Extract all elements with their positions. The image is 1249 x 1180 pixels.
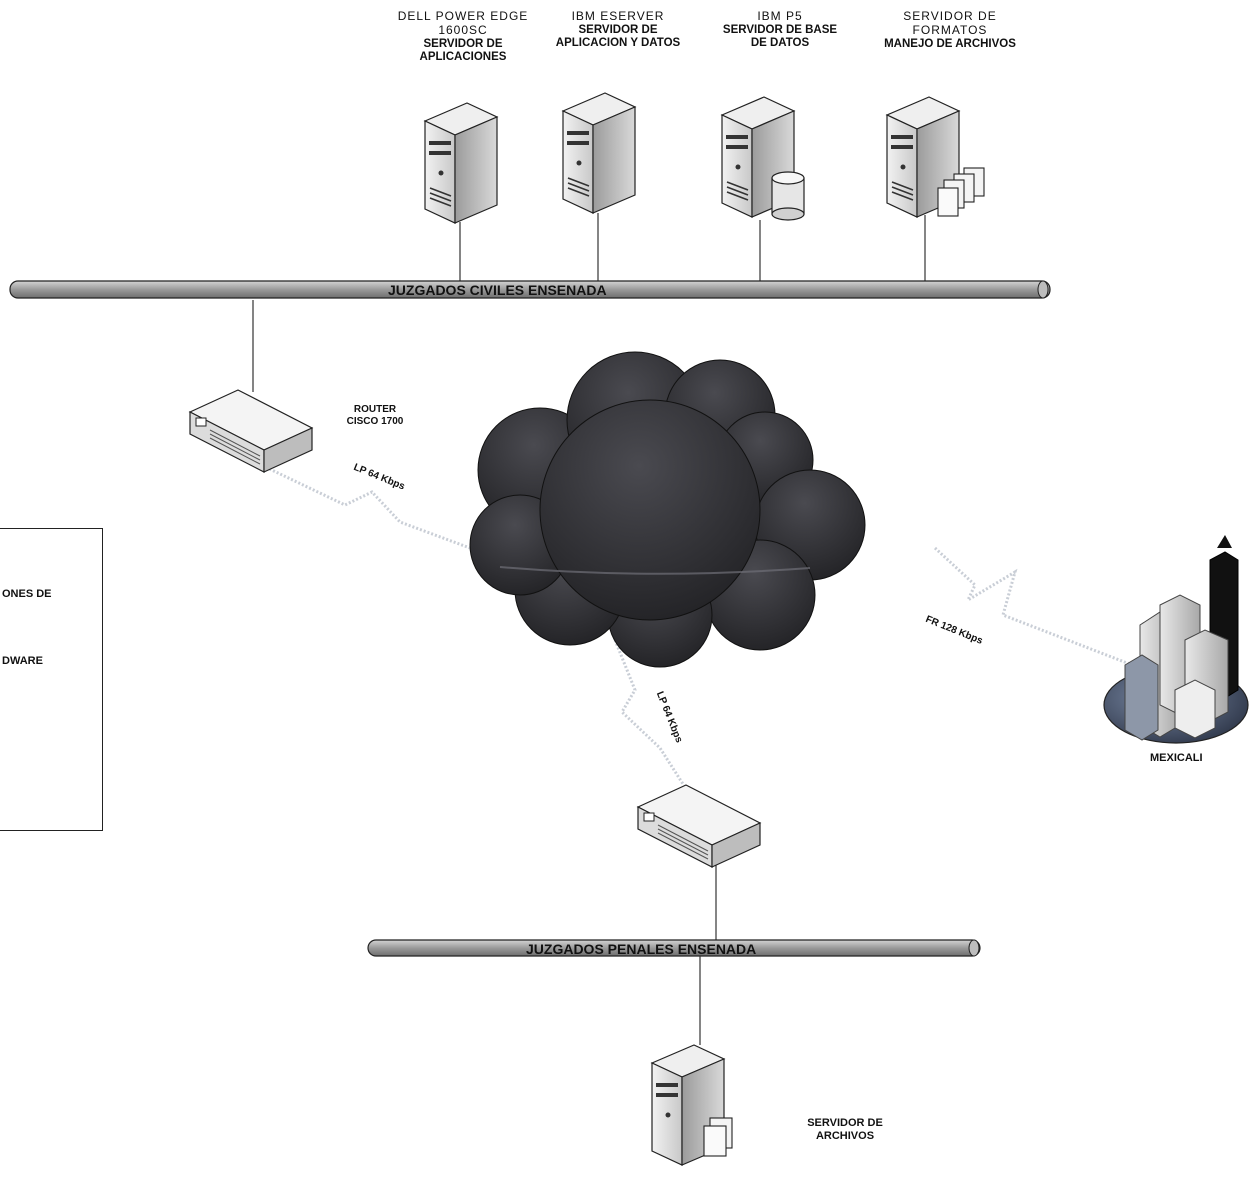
link-civil-lightning: [254, 460, 471, 550]
server-role-line: SERVIDOR DE: [578, 23, 658, 36]
legend-box: [0, 528, 103, 831]
server-label-dell: DELL POWER EDGE 1600SC SERVIDOR DE APLIC…: [368, 9, 558, 64]
router-icon-civil: [188, 389, 314, 473]
wan-cloud: [469, 351, 866, 668]
link-mexicali-lightning: [933, 546, 1141, 670]
bus-label-civil: JUZGADOS CIVILES ENSENADA: [388, 282, 607, 298]
server-role-line: SERVIDOR DE: [423, 37, 503, 50]
file-server-label-line: SERVIDOR DE: [807, 1117, 883, 1129]
database-cylinder-icon: [771, 171, 805, 221]
router-icon-penal: [636, 784, 762, 868]
civil-bus-pipe: [9, 280, 1051, 299]
file-document-icon: [703, 1117, 733, 1157]
server-model-line: IBM ESERVER: [571, 9, 665, 23]
remote-site-label: MEXICALI: [1150, 752, 1203, 764]
server-role-line: SERVIDOR DE BASE: [722, 23, 838, 36]
civil-drop-lines: [252, 213, 926, 392]
server-label-formatos: SERVIDOR DE FORMATOS MANEJO DE ARCHIVOS: [860, 9, 1040, 51]
legend-line-2: DWARE: [2, 655, 43, 667]
server-icon-ibm-eserver: [561, 92, 637, 214]
router-label-line: ROUTER: [353, 404, 397, 415]
server-role-line: MANEJO DE ARCHIVOS: [884, 37, 1016, 50]
files-stack-icon: [937, 167, 985, 217]
file-server-label: SERVIDOR DE ARCHIVOS: [790, 1117, 900, 1142]
server-label-ibm-eserver: IBM ESERVER SERVIDOR DE APLICACION Y DAT…: [533, 9, 703, 50]
server-label-ibm-p5: IBM P5 SERVIDOR DE BASE DE DATOS: [700, 9, 860, 50]
server-model-line: DELL POWER EDGE: [397, 9, 529, 23]
router-label-line: CISCO 1700: [346, 415, 404, 427]
bus-label-penal: JUZGADOS PENALES ENSENADA: [526, 941, 757, 957]
server-model-line: FORMATOS: [912, 22, 988, 37]
server-role-line: DE DATOS: [750, 37, 810, 50]
server-icon-dell: [423, 102, 499, 224]
server-role-line: APLICACION Y DATOS: [555, 37, 681, 50]
file-server-label-line: ARCHIVOS: [815, 1129, 875, 1142]
server-model-line: IBM P5: [757, 9, 803, 23]
router-label: ROUTER CISCO 1700: [330, 404, 420, 427]
server-role-line: APLICACIONES: [419, 50, 507, 63]
legend-line-1: ONES DE: [2, 588, 52, 600]
server-model-line: SERVIDOR DE: [903, 9, 997, 23]
server-model-line: 1600SC: [438, 22, 488, 37]
city-icon-mexicali: [1103, 535, 1249, 744]
server-icon-ibm-p5: [720, 96, 796, 218]
penal-bus-pipe: [367, 858, 981, 1045]
